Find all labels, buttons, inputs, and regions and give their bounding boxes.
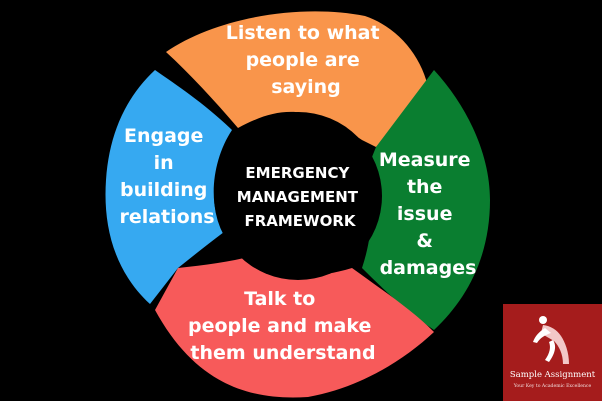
label-line: damages <box>380 257 477 279</box>
segment-talk <box>155 256 434 398</box>
label-line: relations <box>119 206 214 228</box>
label-line: people and make <box>188 315 371 337</box>
center-circle <box>214 112 382 280</box>
person-figure-icon <box>533 316 569 364</box>
watermark-logo: Sample Assignment Your Key to Academic E… <box>503 304 602 401</box>
label-line: them understand <box>190 342 375 364</box>
label-line: Engage <box>124 125 203 147</box>
label-talk: Talk to people and make them understand <box>188 288 378 364</box>
label-line: in <box>154 152 174 174</box>
center-line: EMERGENCY <box>245 164 350 182</box>
segment-engage <box>105 70 232 304</box>
segment-measure <box>362 70 490 330</box>
label-listen: Listen to what people are saying <box>226 22 386 98</box>
segment-listen <box>166 11 430 147</box>
label-line: issue <box>397 203 453 225</box>
label-line: & <box>416 230 433 252</box>
label-engage: Engage in building relations <box>119 125 214 228</box>
label-line: people are <box>246 49 360 71</box>
label-line: Measure <box>379 149 471 171</box>
label-line: Talk to <box>244 288 315 310</box>
label-line: saying <box>271 76 341 98</box>
center-title: EMERGENCY MANAGEMENT FRAMEWORK <box>237 164 363 230</box>
label-line: building <box>120 179 207 201</box>
label-measure: Measure the issue & damages <box>379 149 477 279</box>
label-line: the <box>407 176 443 198</box>
watermark-name: Sample Assignment <box>509 370 596 380</box>
label-line: Listen to what <box>226 22 380 44</box>
center-line: FRAMEWORK <box>244 212 356 230</box>
center-line: MANAGEMENT <box>237 188 359 206</box>
watermark-tagline: Your Key to Academic Excellence <box>513 384 592 389</box>
